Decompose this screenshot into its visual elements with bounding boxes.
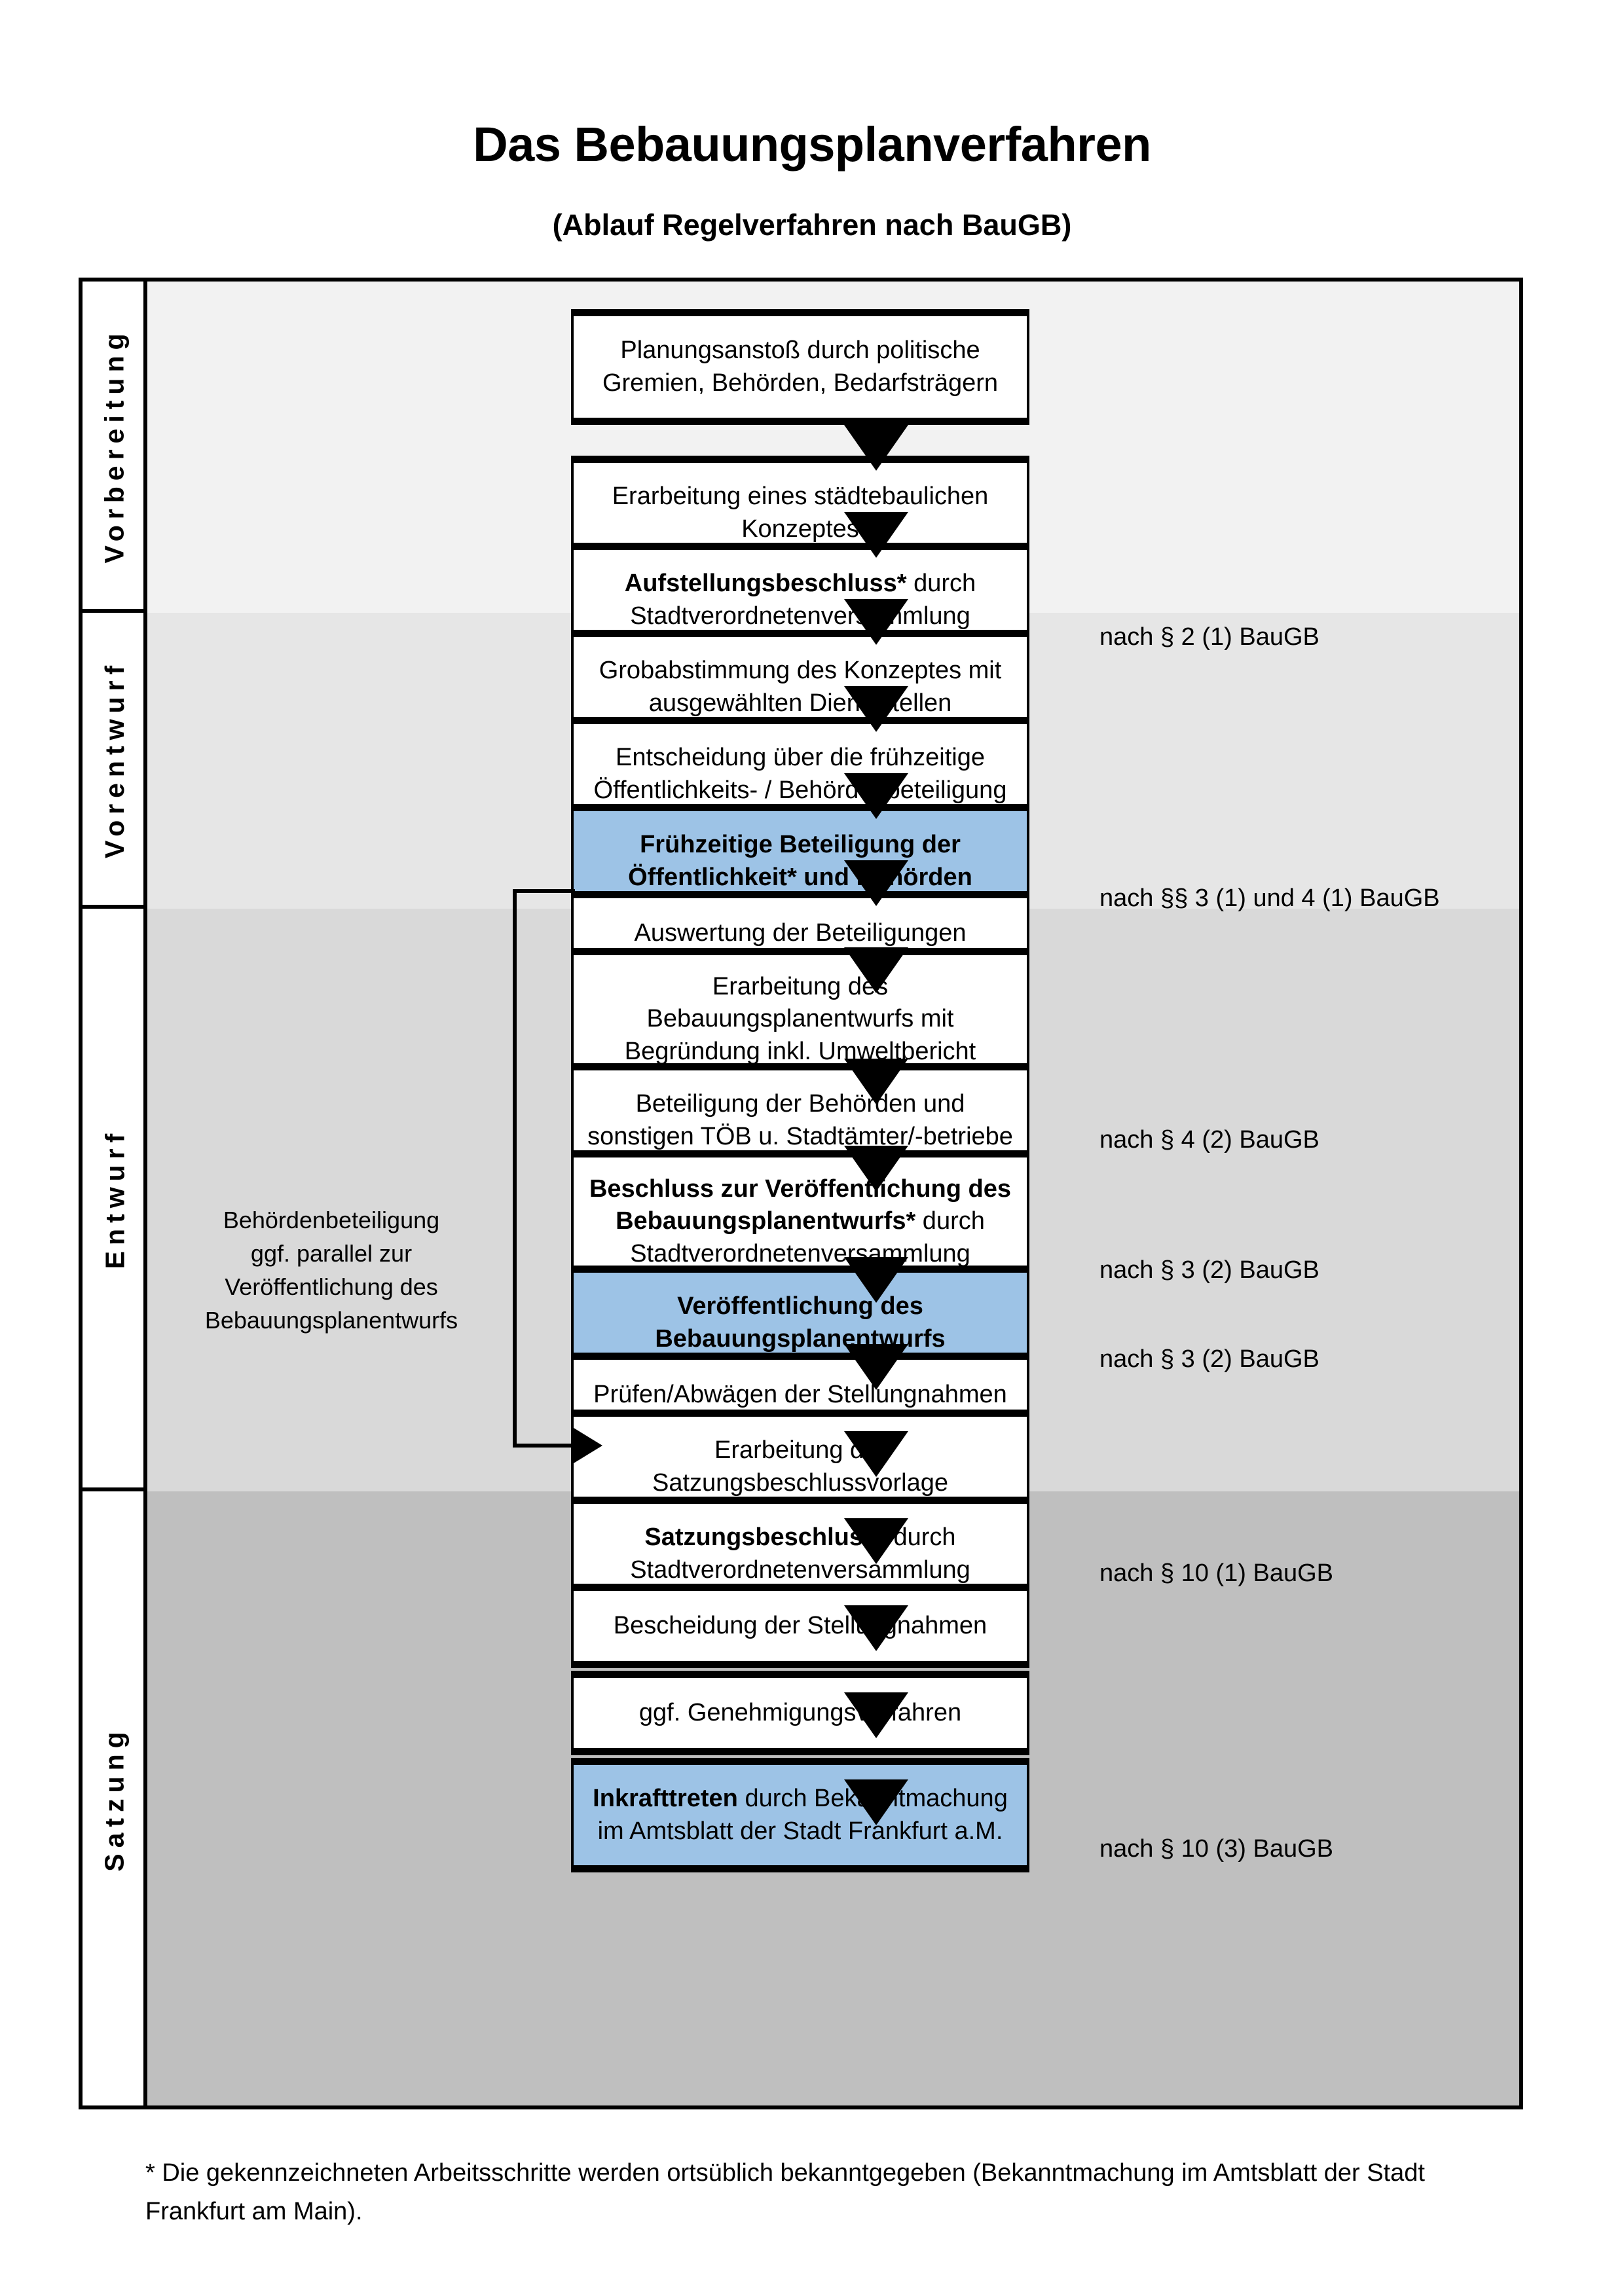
phase-label-text: Satzung <box>100 1725 130 1872</box>
node-line: durch <box>915 1207 985 1235</box>
node-line: Prüfen/Abwägen der Stellungnahmen <box>593 1380 1007 1408</box>
node-line: Öffentlichkeits- / Behördenbeteiligung <box>593 776 1007 804</box>
footnote: * Die gekennzeichneten Arbeitsschritte w… <box>145 2159 1425 2225</box>
node-line: Erarbeitung eines städtebaulichen <box>612 483 989 511</box>
node-line: Bebauungsplanentwurfs mit <box>646 1005 954 1033</box>
phase-label-vorentwurf: Vorentwurf <box>83 613 147 909</box>
flowchart-frame: Vorbereitung Vorentwurf Entwurf Satzung <box>79 278 1523 2109</box>
parallel-bracket-arrowhead <box>574 1428 602 1463</box>
legal-reference-fruehzeitige-beteiligung: nach §§ 3 (1) und 4 (1) BauGB <box>1099 884 1440 912</box>
legal-reference-aufstellungsbeschluss: nach § 2 (1) BauGB <box>1099 623 1320 651</box>
phase-label-text: Vorbereitung <box>100 327 130 564</box>
phase-label-column: Vorbereitung Vorentwurf Entwurf Satzung <box>83 282 147 2105</box>
node-line: im Amtsblatt der Stadt Frankfurt a.M. <box>597 1817 1003 1845</box>
flow-arrow <box>844 425 908 471</box>
node-line: Begründung inkl. Umweltbericht <box>624 1037 976 1065</box>
node-line: Planungsanstoß durch politische <box>620 337 980 365</box>
node-line: Konzeptes <box>741 515 859 543</box>
flow-node-inkrafttreten[interactable]: Inkrafttreten durch Bekanntmachung im Am… <box>571 1758 1029 1872</box>
flow-arrow <box>844 1605 908 1651</box>
phase-label-text: Entwurf <box>100 1127 130 1269</box>
phase-label-satzung: Satzung <box>83 1491 147 2105</box>
node-line-bold: Aufstellungsbeschluss* <box>624 570 907 598</box>
flow-arrow <box>844 599 908 645</box>
flow-node-genehmigungsverfahren[interactable]: ggf. Genehmigungsverfahren <box>571 1671 1029 1755</box>
parallel-bracket-vertical-segment <box>513 889 517 1448</box>
legal-reference-beteiligung-behoerden: nach § 4 (2) BauGB <box>1099 1126 1320 1154</box>
flow-arrow <box>844 1257 908 1303</box>
legal-reference-satzungsbeschluss: nach § 10 (1) BauGB <box>1099 1559 1333 1587</box>
page-subtitle: (Ablauf Regelverfahren nach BauGB) <box>552 208 1072 242</box>
node-line: Entscheidung über die frühzeitige <box>615 744 986 772</box>
node-line: ggf. Genehmigungsverfahren <box>638 1698 962 1726</box>
phase-label-vorbereitung: Vorbereitung <box>83 282 147 613</box>
flow-arrow <box>844 947 908 993</box>
phase-label-entwurf: Entwurf <box>83 909 147 1491</box>
flow-arrow <box>844 1431 908 1477</box>
flow-node-bescheidung-stellungnahmen[interactable]: Bescheidung der Stellungnahmen <box>571 1584 1029 1668</box>
node-line: Bescheidung der Stellungnahmen <box>613 1611 987 1639</box>
page-title: Das Bebauungsplanverfahren <box>473 117 1151 172</box>
legal-reference-inkrafttreten: nach § 10 (3) BauGB <box>1099 1835 1333 1863</box>
legal-reference-veroeffentlichung-entwurf: nach § 3 (2) BauGB <box>1099 1345 1320 1373</box>
node-line: Gremien, Behörden, Bedarfsträgern <box>602 369 999 397</box>
node-line: Auswertung der Beteiligungen <box>634 919 967 947</box>
flow-arrow <box>844 512 908 558</box>
legal-reference-beschluss-veroeffentlichung: nach § 3 (2) BauGB <box>1099 1256 1320 1284</box>
node-line: Stadtverordnetenversammlung <box>630 1239 970 1267</box>
node-line: Grobabstimmung des Konzeptes mit <box>599 657 1002 685</box>
flow-arrow <box>844 1692 908 1738</box>
node-line: Stadtverordnetenversammlung <box>630 1556 970 1584</box>
node-line: durch <box>906 570 976 598</box>
flow-arrow <box>844 773 908 819</box>
node-line: Beteiligung der Behörden und <box>635 1090 965 1118</box>
node-line-bold: Frühzeitige Beteiligung der <box>640 831 961 859</box>
flow-arrow <box>844 686 908 732</box>
flow-node-planungsanstoss[interactable]: Planungsanstoß durch politische Gremien,… <box>571 309 1029 425</box>
flow-arrow <box>844 1344 908 1390</box>
node-line-bold: Inkrafttreten <box>593 1785 738 1813</box>
node-line: sonstigen TÖB u. Stadtämter/-betriebe <box>587 1122 1013 1150</box>
flow-arrow <box>844 1059 908 1104</box>
parallel-bracket-bottom-segment <box>513 1444 577 1448</box>
flow-arrow <box>844 1518 908 1564</box>
flow-arrow <box>844 1146 908 1192</box>
node-line-bold: Beschluss zur Veröffentlichung des <box>589 1175 1012 1203</box>
phase-label-text: Vorentwurf <box>100 659 130 858</box>
node-line: Stadtverordnetenversammlung <box>630 602 970 630</box>
parallel-bracket-top-segment <box>513 889 575 893</box>
node-line-bold: Bebauungsplanentwurfs* <box>616 1207 916 1235</box>
flow-arrow <box>844 1779 908 1825</box>
flow-arrow <box>844 860 908 906</box>
node-line-bold: Öffentlichkeit* und Behörden <box>628 863 972 891</box>
parallel-procedure-note: Behördenbeteiligung ggf. parallel zur Ve… <box>204 1207 458 1334</box>
